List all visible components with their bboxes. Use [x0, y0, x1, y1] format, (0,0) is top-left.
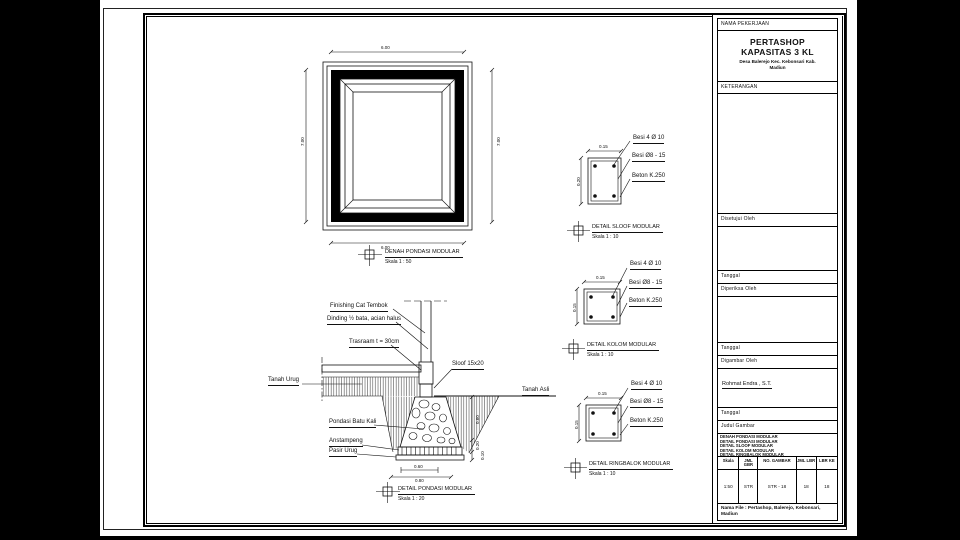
judul-gambar-list: DENAH PONDASI MODULAR DETAIL PONDASI MOD… [717, 433, 838, 457]
label-trasraam: Trasraam t = 30cm [349, 339, 400, 348]
sheet-info-table-header: Skala JML GBR NO. GAMBAR JML LBR LBR KE [718, 457, 837, 470]
val-jml-lbr: 18 [797, 470, 817, 503]
foundation-dim-bottom-2: 0.80 [415, 478, 424, 483]
disetujui-signature-box [717, 226, 838, 271]
ringbalok-dim-left: 0.15 [574, 420, 579, 429]
col-skala: Skala [718, 457, 740, 469]
val-skala: 1:50 [718, 470, 740, 503]
sheet-outer-border [103, 8, 847, 530]
judul-item: DENAH PONDASI MODULAR [720, 434, 778, 439]
sloof-label-beton: Beton K.250 [632, 173, 666, 182]
sheet-inner-border [143, 13, 846, 527]
val-no-gambar: STR - 18 [758, 470, 797, 503]
label-finishing: Finishing Cat Tembok [330, 303, 388, 312]
ringbalok-label-besi-utama: Besi 4 Ø 10 [631, 381, 663, 390]
col-jml-lbr: JML LBR [797, 457, 817, 469]
ringbalok-dim-top: 0.15 [598, 391, 607, 396]
project-subtitle-line2: Madiun [769, 64, 786, 70]
project-subtitle-line1: Desa Balerejo Kec. Kebonsari Kab. [739, 59, 816, 64]
diperiksa-signature-box [717, 296, 838, 343]
project-title-line1: PERTASHOP [750, 37, 805, 47]
sloof-dim-left: 0.20 [576, 177, 581, 186]
val-lbr-ke: 18 [824, 484, 830, 489]
kolom-scale-text: Skala 1 : 10 [587, 351, 614, 358]
foundation-scale-text: Skala 1 : 20 [398, 495, 425, 502]
project-title-box: PERTASHOP KAPASITAS 3 KL Desa Balerejo K… [717, 30, 838, 82]
sloof-title: DETAIL SLOOF MODULAR Skala 1 : 10 [592, 224, 663, 240]
sloof-label-besi-sengkang: Besi Ø8 - 15 [632, 153, 666, 162]
label-pondasi-batu-kali: Pondasi Batu Kali [329, 419, 377, 428]
label-tanah-asli: Tanah Asli [522, 387, 550, 396]
kolom-dim-left: 0.15 [572, 303, 577, 312]
val-jml-gbr: STR [739, 470, 759, 503]
plan-title: DENAH PONDASI MODULAR Skala 1 : 50 [385, 249, 463, 265]
tanggal-row-3: Tanggal [717, 407, 838, 421]
kolom-title: DETAIL KOLOM MODULAR Skala 1 : 10 [587, 342, 660, 358]
judul-item: DETAIL RINGBALOK MODULAR [720, 452, 784, 457]
tanggal-row-2: Tanggal [717, 342, 838, 356]
ringbalok-scale-text: Skala 1 : 10 [589, 470, 616, 477]
tanggal-row-1: Tanggal [717, 270, 838, 284]
col-no-gambar: NO. GAMBAR [758, 457, 797, 469]
plan-dim-top: 6.00 [381, 45, 390, 50]
label-anstampeng: Anstampeng [329, 438, 363, 447]
ringbalok-title: DETAIL RINGBALOK MODULAR Skala 1 : 10 [589, 461, 674, 477]
plan-dim-right: 7.00 [496, 137, 501, 146]
sloof-title-text: DETAIL SLOOF MODULAR [592, 224, 663, 233]
kolom-label-beton: Beton K.250 [629, 298, 663, 307]
digambar-header: Digambar Oleh [717, 355, 838, 369]
label-sloof: Sloof 15x20 [452, 361, 484, 370]
sheet-info-table: Skala JML GBR NO. GAMBAR JML LBR LBR KE … [717, 456, 838, 504]
sheet-info-table-values: 1:50 STR STR - 18 18 18 [718, 470, 837, 503]
sloof-label-besi-utama: Besi 4 Ø 10 [633, 135, 665, 144]
diperiksa-header: Diperiksa Oleh [717, 283, 838, 297]
plan-dim-left: 7.00 [300, 137, 305, 146]
drawing-sheet: NAMA PEKERJAAN PERTASHOP KAPASITAS 3 KL … [100, 0, 857, 536]
label-pasir-urug: Pasir Urug [329, 448, 358, 457]
judul-item: DETAIL KOLOM MODULAR [720, 447, 775, 453]
kolom-dim-top: 0.15 [596, 275, 605, 280]
project-title-line2: KAPASITAS 3 KL [741, 47, 814, 57]
judul-gambar-header: Judul Gambar [717, 420, 838, 434]
disetujui-header: Disetujui Oleh [717, 213, 838, 227]
foundation-dim-right-3: 0.10 [480, 451, 485, 460]
plan-dim-bottom: 6.00 [381, 245, 390, 250]
ringbalok-title-text: DETAIL RINGBALOK MODULAR [589, 461, 674, 470]
label-dinding: Dinding ½ bata, acian halus [327, 316, 402, 325]
keterangan-empty-box [717, 93, 838, 214]
judul-item: DETAIL PONDASI MODULAR [720, 438, 778, 444]
digambar-signature-box: Rohmat Endra , S.T. [717, 368, 838, 408]
foundation-dim-right-1: 0.60 [475, 415, 480, 424]
plan-title-text: DENAH PONDASI MODULAR [385, 249, 463, 258]
foundation-title: DETAIL PONDASI MODULAR Skala 1 : 20 [398, 486, 475, 502]
label-tanah-urug: Tanah Urug [268, 377, 300, 386]
plan-scale-text: Skala 1 : 50 [385, 258, 412, 265]
drafter-name: Rohmat Endra , S.T. [722, 381, 772, 389]
foundation-dim-bottom-1: 0.60 [414, 464, 423, 469]
foundation-title-text: DETAIL PONDASI MODULAR [398, 486, 475, 495]
col-jml-gbr: JML GBR [739, 457, 759, 469]
kolom-title-text: DETAIL KOLOM MODULAR [587, 342, 660, 351]
ringbalok-label-besi-sengkang: Besi Ø8 - 15 [630, 399, 664, 408]
col-lbr-ke: LBR KE [819, 457, 835, 463]
sloof-dim-top: 0.15 [599, 144, 608, 149]
kolom-label-besi-utama: Besi 4 Ø 10 [630, 261, 662, 270]
judul-item: DETAIL SLOOF MODULAR [720, 443, 773, 448]
kolom-label-besi-sengkang: Besi Ø8 - 15 [629, 280, 663, 289]
ringbalok-label-beton: Beton K.250 [630, 418, 664, 427]
title-block: NAMA PEKERJAAN PERTASHOP KAPASITAS 3 KL … [712, 15, 842, 523]
sloof-scale-text: Skala 1 : 10 [592, 233, 619, 240]
nama-file-box: Nama File : Pertashop, Balerejo, Kebonsa… [717, 503, 838, 521]
foundation-dim-right-2: 0.20 [475, 441, 480, 450]
